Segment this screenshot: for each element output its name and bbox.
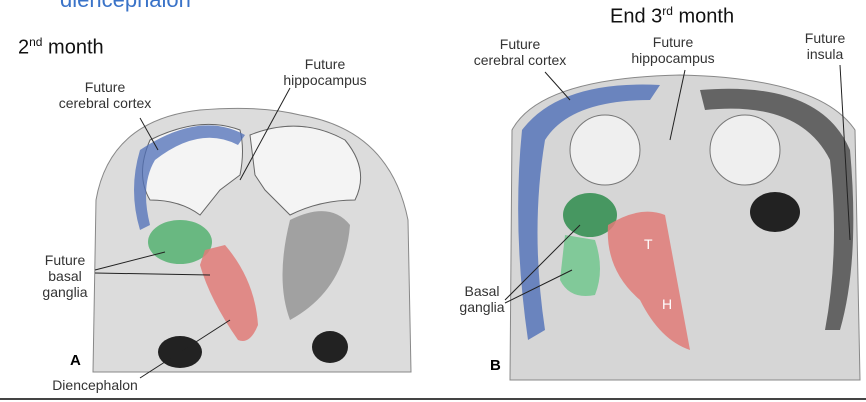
label-future-cerebral-cortex-b: Future cerebral cortex: [473, 36, 567, 68]
basal-ganglia-region-b1: [563, 193, 617, 237]
label-hypothalamus: H: [662, 296, 673, 312]
basal-ganglia-region-b2: [560, 235, 600, 296]
label-future-basal-ganglia-a: Future basal ganglia: [42, 252, 88, 300]
cut-off-title: diencephalon: [60, 0, 191, 13]
thalamus-region-b: [607, 211, 690, 350]
label-diencephalon-a: Diencephalon: [52, 377, 138, 393]
leader-lines-b: [504, 64, 851, 304]
panel-b-letter: B: [490, 357, 501, 374]
label-thalamus: T: [644, 236, 653, 252]
panel-a-image: [92, 107, 412, 373]
diencephalon-region-a: [200, 245, 258, 341]
label-future-hippocampus-b: Future hippocampus: [631, 34, 715, 66]
label-future-cerebral-cortex-a: Future cerebral cortex: [58, 79, 152, 111]
panel-a-letter: A: [70, 352, 81, 369]
cortex-region-b: [518, 84, 660, 340]
panel-b-heading: End 3rd month: [610, 4, 735, 28]
panel-a-heading: 2nd month: [18, 35, 104, 59]
leader-lines-a: [94, 87, 291, 379]
label-future-hippocampus-a: Future hippocampus: [283, 56, 367, 88]
panel-b-image: [509, 74, 861, 381]
label-basal-ganglia-b: Basal ganglia: [459, 283, 505, 315]
label-future-insula-b: Future insula: [804, 30, 846, 62]
slide-bottom-border: [0, 398, 866, 400]
basal-ganglia-region-a: [148, 220, 212, 264]
cortex-region-a: [134, 125, 245, 230]
